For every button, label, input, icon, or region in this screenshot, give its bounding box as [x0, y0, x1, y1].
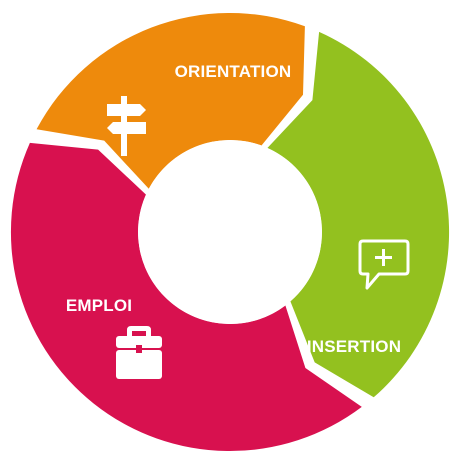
label-emploi: EMPLOI — [66, 296, 132, 315]
label-insertion: INSERTION — [307, 337, 401, 356]
center-circle — [138, 140, 322, 324]
segment-emploi — [10, 142, 362, 452]
label-orientation: ORIENTATION — [175, 62, 292, 81]
segment-insertion — [267, 31, 450, 398]
signpost-icon — [107, 96, 146, 156]
briefcase-icon — [116, 326, 162, 379]
speech-bubble-plus-icon — [358, 239, 410, 290]
segment-orientation — [36, 12, 305, 189]
